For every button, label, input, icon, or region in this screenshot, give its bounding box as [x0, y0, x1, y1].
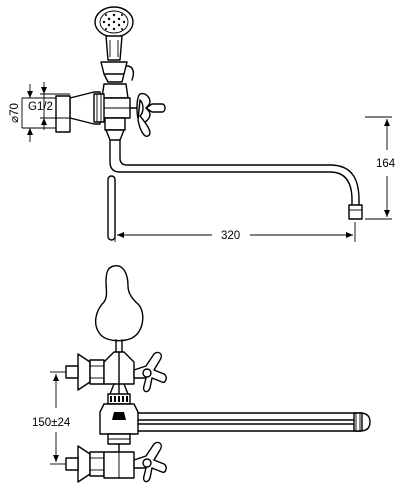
shower-head-front — [94, 265, 144, 353]
dimension-diameter: ⌀70 — [9, 84, 56, 142]
dimension-spout-length-label: 320 — [221, 230, 240, 242]
dimension-spacing-label: 150±24 — [32, 417, 71, 429]
upper-valve-group — [65, 351, 167, 405]
dimension-spout-length: 320 — [114, 222, 356, 242]
dimension-height: 164 — [365, 116, 396, 220]
shower-head-side — [94, 6, 134, 83]
side-view: ⌀70 G1/2 164 320 — [9, 6, 396, 242]
eccentric-connector-side — [69, 91, 105, 125]
dimension-thread: G1/2 — [28, 82, 70, 130]
dimension-diameter-label: ⌀70 — [9, 103, 21, 123]
dimension-thread-label: G1/2 — [28, 101, 53, 113]
wall-flange-side — [55, 95, 71, 133]
dimension-height-label: 164 — [376, 158, 396, 170]
support-rod-side — [107, 175, 116, 241]
spout-side — [109, 139, 363, 220]
front-view: 150±24 — [32, 265, 371, 483]
diverter-body-front — [99, 393, 139, 445]
lower-valve-group — [65, 441, 167, 483]
dimension-spacing: 150±24 — [32, 371, 71, 465]
spout-front — [137, 412, 371, 432]
cross-handle-side — [129, 92, 166, 137]
